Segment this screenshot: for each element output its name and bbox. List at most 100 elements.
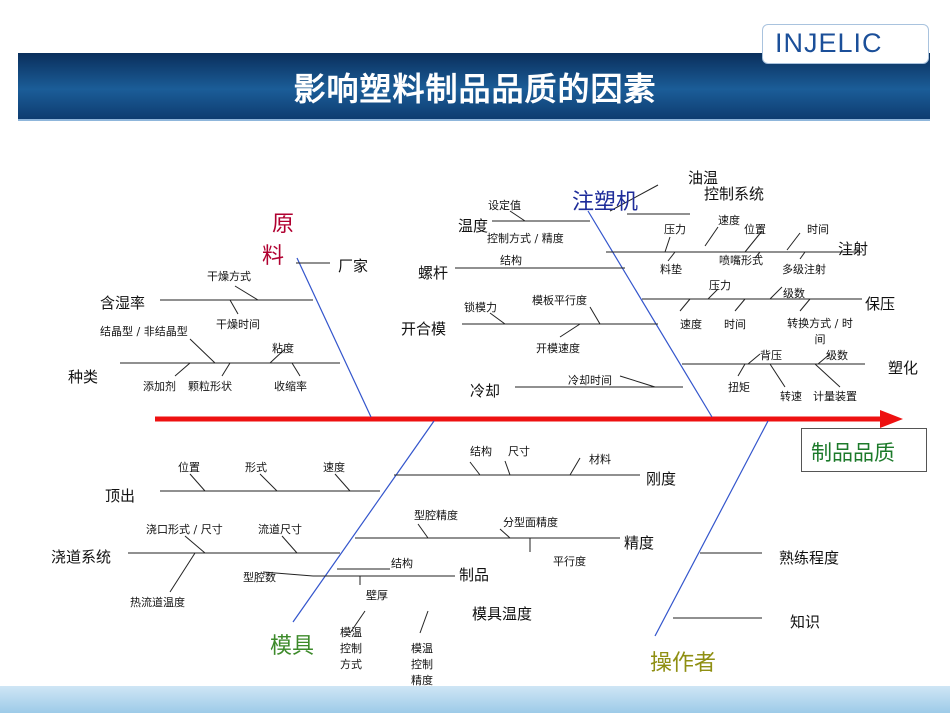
- bone-cavity-prec: [417, 523, 429, 539]
- sub-viscosity: 粘度: [272, 342, 294, 355]
- bone-parting: [499, 528, 511, 539]
- sub-wall-thickness: 壁厚: [366, 589, 388, 602]
- bone-inj-time: [786, 232, 801, 251]
- sub-shrink: 收缩率: [274, 380, 307, 393]
- cause-rigidity: 刚度: [646, 470, 677, 488]
- sub-ej-position: 位置: [178, 461, 200, 474]
- sub-open-speed: 开模速度: [536, 342, 580, 355]
- bone-additive: [174, 362, 191, 377]
- bone-backpressure: [747, 353, 761, 365]
- sub-torque: 扭矩: [728, 381, 750, 394]
- sub-rotation-speed: 转速: [780, 390, 802, 403]
- effect-label: 制品品质: [811, 441, 895, 465]
- bone-ej-speed: [334, 473, 351, 492]
- sub-hold-stages: 级数: [783, 287, 805, 300]
- bone-pellet: [221, 362, 231, 377]
- bone-hold-time: [734, 298, 746, 312]
- bone-cooltime: [619, 375, 656, 388]
- sub-mold-temp-precision: 模温 控制 精度: [411, 641, 433, 689]
- sub-hold-speed: 速度: [680, 318, 702, 331]
- cause-injection: 注射: [838, 240, 869, 258]
- bone-setvalue: [509, 210, 526, 222]
- sub-metering-device: 计量装置: [813, 390, 857, 403]
- sub-runner-size: 流道尺寸: [258, 523, 302, 536]
- bone-ej-position: [189, 473, 206, 492]
- bone-rig-struct: [469, 461, 481, 476]
- category-operator: 操作者: [650, 651, 717, 676]
- cause-ejection: 顶出: [105, 487, 136, 505]
- main-bones: [292, 210, 769, 637]
- bone-dry-method: [234, 285, 259, 301]
- sub-cooling-time: 冷却时间: [568, 374, 612, 387]
- bone-runnersize: [281, 535, 298, 554]
- footer-wave: [0, 686, 950, 713]
- bone-openspeed: [559, 323, 581, 338]
- mold-temp2-line3: 精度: [411, 674, 433, 687]
- sub-rig-structure: 结构: [470, 445, 492, 458]
- machine-bone: [587, 210, 713, 418]
- sub-ej-form: 形式: [245, 461, 267, 474]
- sub-inj-multistage: 多级注射: [782, 263, 826, 276]
- bone-torque: [737, 363, 746, 377]
- cause-knowledge: 知识: [790, 613, 821, 631]
- category-mold: 模具: [270, 634, 315, 659]
- mold-temp-line3: 方式: [340, 658, 362, 671]
- bone-viscosity: [269, 348, 286, 364]
- bone-plast-stages: [817, 353, 831, 365]
- sub-pellet: 颗粒形状: [188, 380, 232, 393]
- sub-inj-pad: 料垫: [660, 263, 682, 276]
- sub-hold-time: 时间: [724, 318, 746, 331]
- bone-hold-pressure: [707, 288, 719, 300]
- cause-oil: 油温: [688, 169, 719, 187]
- sub-set-value: 设定值: [488, 199, 521, 212]
- cause-moisture: 含湿率: [100, 294, 146, 312]
- brand-logo: INJELIC: [775, 28, 883, 58]
- bone-rotate: [769, 363, 786, 388]
- bone-inj-multi: [799, 251, 806, 260]
- sub-hold-pressure: 压力: [709, 279, 731, 292]
- sub-dry-time: 干燥时间: [216, 318, 260, 331]
- category-material-1: 原: [272, 212, 295, 237]
- sub-hot-runner: 热流道温度: [130, 596, 185, 609]
- sub-rig-material: 材料: [589, 453, 611, 466]
- sub-dry-method: 干燥方式: [207, 270, 251, 283]
- sub-clamp-force: 锁模力: [464, 301, 497, 314]
- cause-holding: 保压: [865, 295, 896, 313]
- bone-parallel: [589, 306, 601, 325]
- category-material-2: 料: [262, 244, 285, 269]
- bone-rig-material: [569, 457, 581, 476]
- cause-screw: 螺杆: [418, 264, 449, 282]
- bone-shrink: [291, 362, 301, 377]
- effect-box: [801, 428, 927, 472]
- bone-moldtemp2: [419, 610, 429, 634]
- sub-parallelism: 平行度: [553, 555, 586, 568]
- bone-inj-nozzle: [754, 251, 761, 259]
- cause-clamp: 开合模: [401, 320, 447, 338]
- cause-precision: 精度: [624, 534, 655, 552]
- bone-hotrunner: [169, 552, 196, 593]
- sub-cavity-precision: 型腔精度: [414, 509, 458, 522]
- sub-inj-position: 位置: [744, 223, 766, 236]
- cause-runner: 浇道系统: [51, 548, 112, 566]
- category-machine: 注塑机: [572, 190, 639, 215]
- bone-inj-position: [744, 230, 763, 253]
- cause-type: 种类: [68, 368, 99, 386]
- bone-inj-pad: [667, 251, 676, 262]
- spine-arrowhead: [880, 410, 903, 428]
- material-bone: [296, 257, 372, 418]
- sub-plast-stages: 级数: [826, 349, 848, 362]
- sub-ej-speed: 速度: [323, 461, 345, 474]
- sub-bones: [120, 184, 865, 634]
- bone-inj-speed: [704, 226, 719, 247]
- sub-inj-nozzle: 喷嘴形式: [719, 254, 763, 267]
- sub-control-precision: 控制方式 / 精度: [487, 232, 564, 245]
- slide-title: 影响塑料制品品质的因素: [293, 70, 657, 108]
- sub-back-pressure: 背压: [760, 349, 782, 362]
- sub-hold-switch: 转换方式 / 时间: [787, 317, 853, 346]
- bone-cavities: [262, 571, 314, 577]
- sub-inj-speed: 速度: [718, 214, 740, 227]
- cause-temperature: 温度: [458, 217, 489, 235]
- sub-cavity-count: 型腔数: [243, 571, 276, 584]
- sub-parting-precision: 分型面精度: [503, 516, 558, 529]
